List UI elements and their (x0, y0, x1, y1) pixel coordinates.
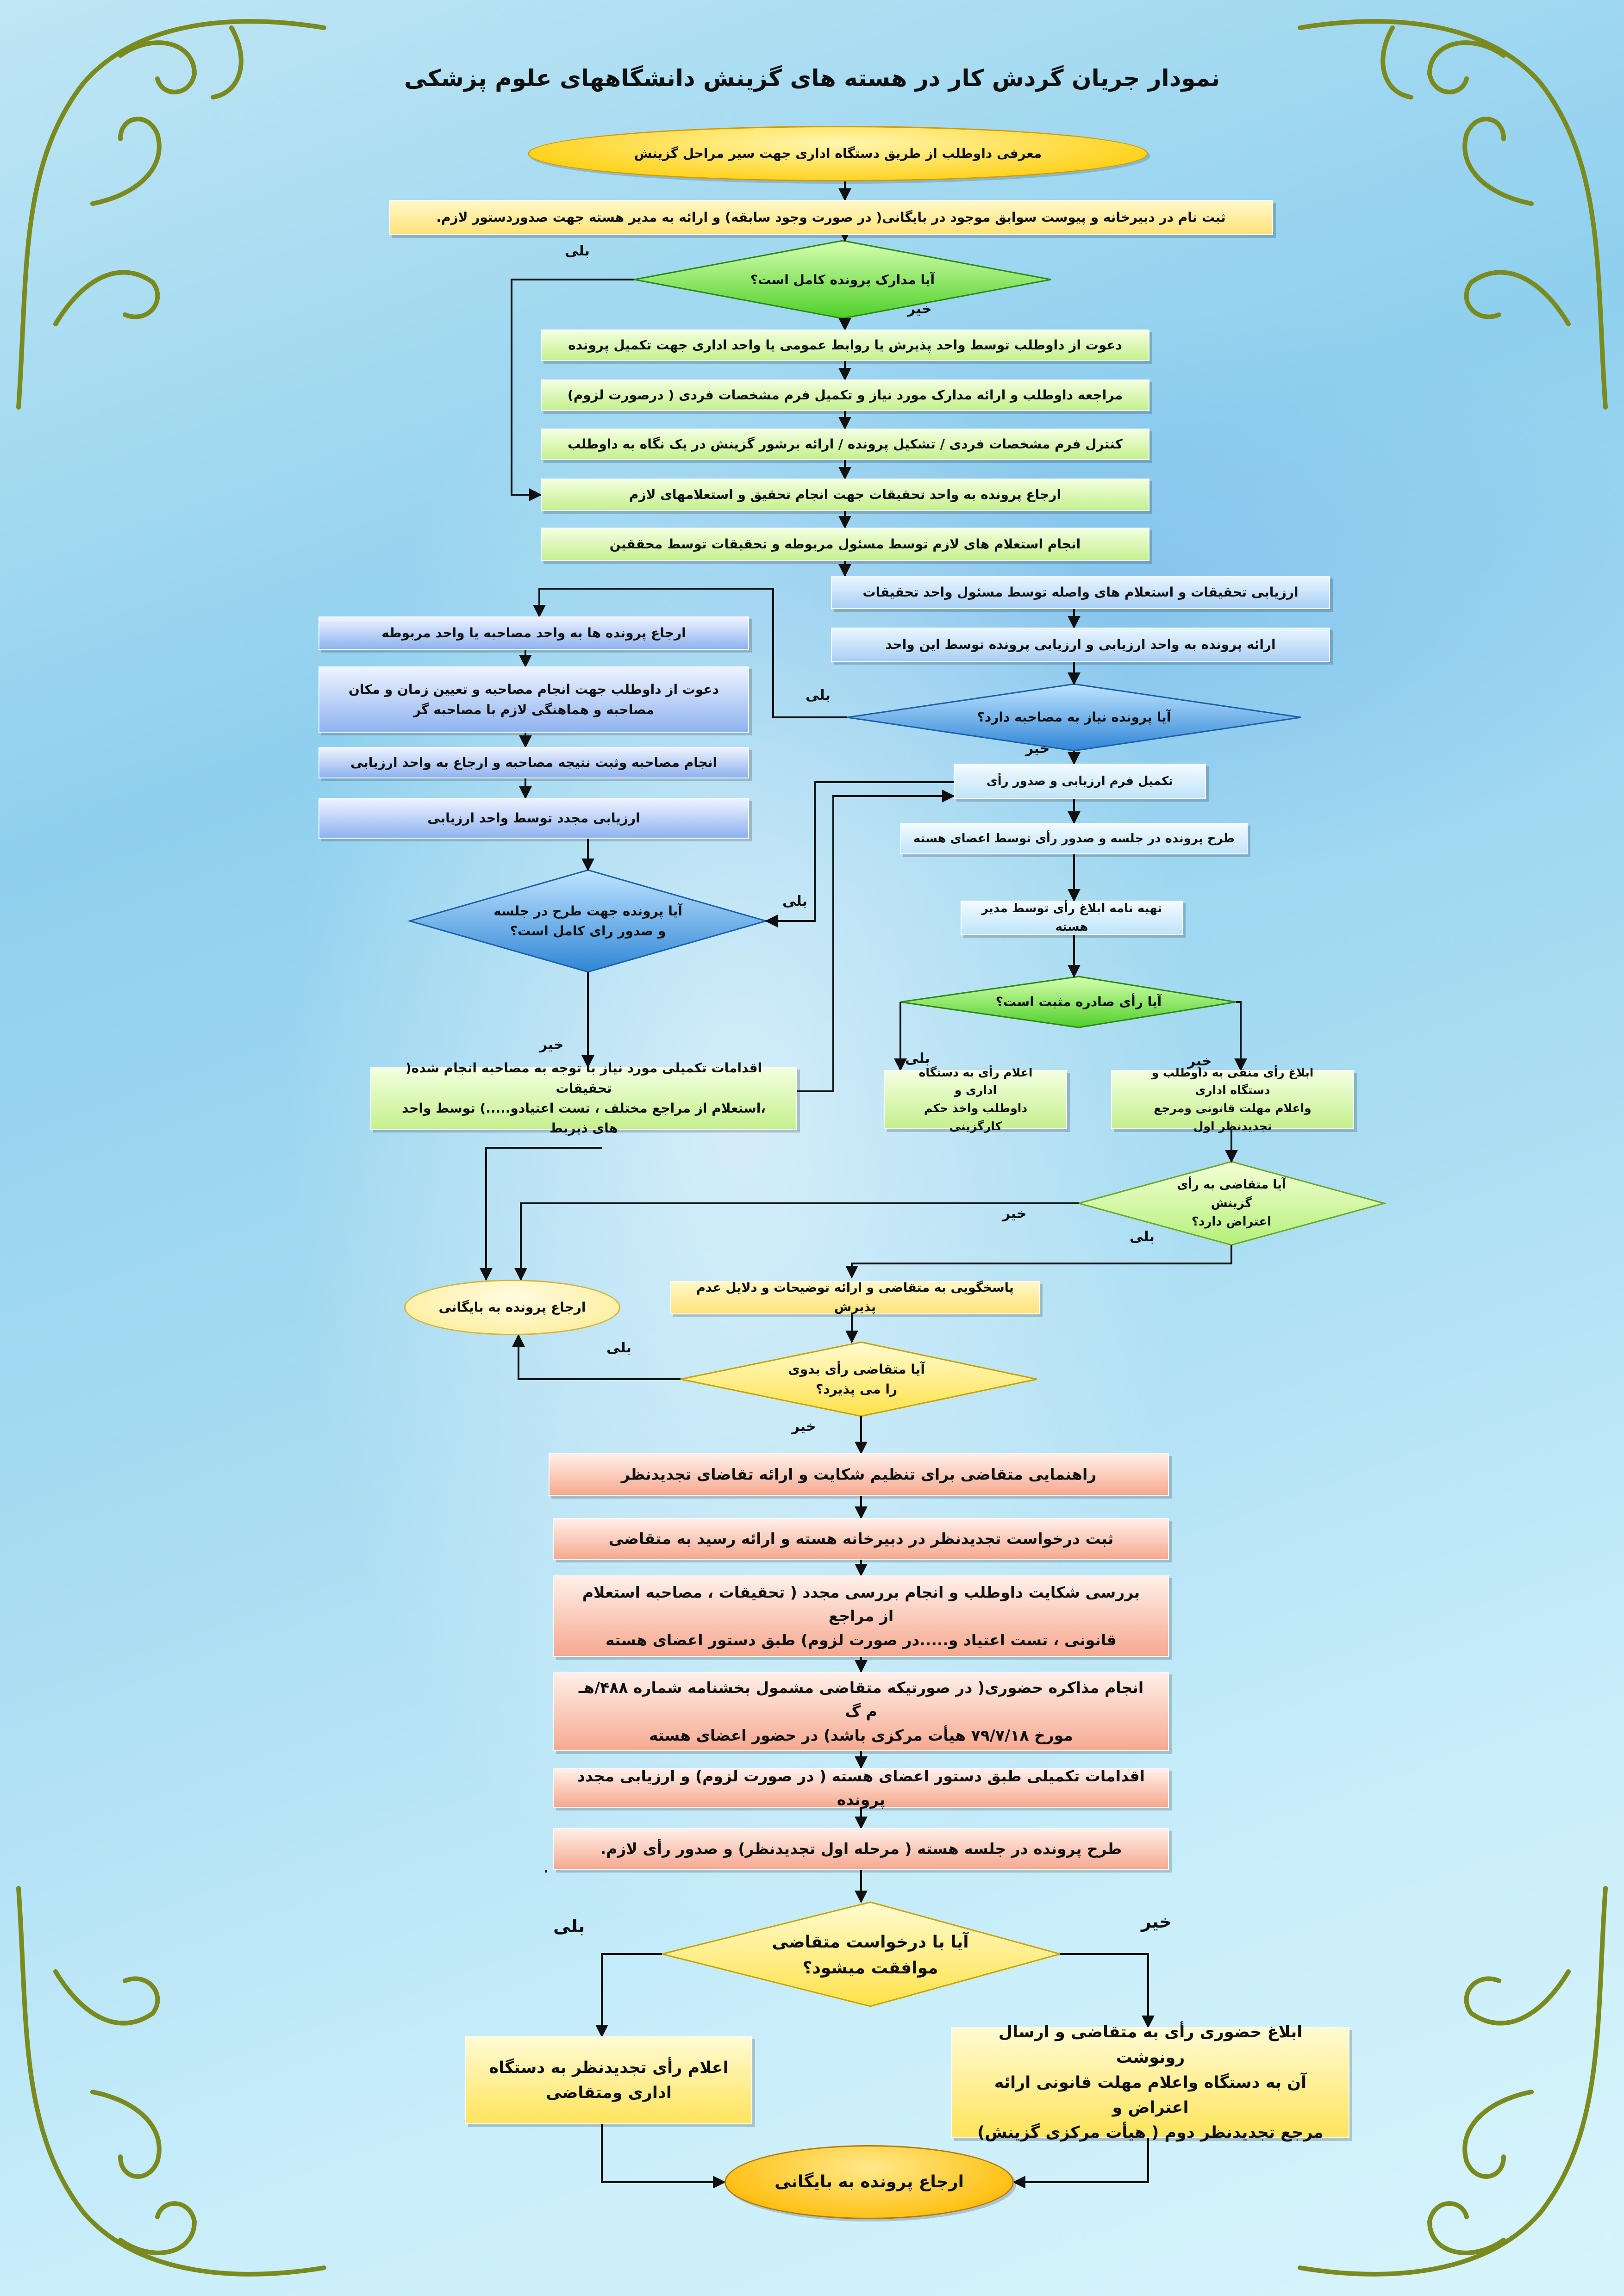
end-archive-final: ارجاع پرونده به بایگانی (725, 2145, 1014, 2219)
step-re-evaluation: ارزیابی مجدد توسط واحد ارزیابی (319, 798, 749, 839)
step-complementary-actions: اقدامات تکمیلی مورد نیاز با توجه به مصاح… (370, 1060, 797, 1136)
step-respond-applicant: پاسخگویی به متقاضی و ارائه توضیحات و دلا… (670, 1281, 1040, 1314)
ornament-bottom-right (1298, 1886, 1608, 2277)
label-yes-d7: بلی (553, 1916, 585, 1936)
step-notify-second-appeal: ابلاغ حضوری رأی به متقاضی و ارسال رونوشت… (951, 2023, 1349, 2142)
step-invite-interview: دعوت از داوطلب جهت انجام مصاحبه و تعیین … (319, 666, 749, 733)
step-applicant-documents: مراجعه داوطلب و ارائه مدارک مورد نیاز و … (541, 380, 1149, 411)
step-session-vote: طرح پرونده در جلسه و صدور رأی توسط اعضای… (900, 823, 1248, 854)
label-yes-d5: بلی (1130, 1229, 1155, 1245)
decision-documents-complete-label: آیا مدارک پرونده کامل است؟ (750, 272, 935, 288)
step-registration: ثبت نام در دبیرخانه و پیوست سوابق موجود … (389, 200, 1273, 235)
step-evaluate-research: ارزیابی تحقیقات و استعلام های واصله توسط… (831, 576, 1330, 609)
label-yes-d3: بلی (782, 893, 807, 909)
step-complementary-by-order: اقدامات تکمیلی طبق دستور اعضای هسته ( در… (553, 1767, 1169, 1809)
label-no-d3: خیر (539, 1037, 564, 1053)
label-yes-d6: بلی (606, 1340, 631, 1356)
label-no-d5: خیر (1002, 1206, 1027, 1222)
label-yes-d4: بلی (905, 1051, 930, 1067)
step-refer-interview: ارجاع پرونده ها به واحد مصاحبه یا واحد م… (319, 616, 749, 650)
ornament-top-left (16, 19, 326, 410)
label-no-d1: خیر (907, 301, 932, 317)
decision-interview-needed-label: آیا پرونده نیاز به مصاحبه دارد؟ (977, 709, 1171, 725)
label-no-d2: خیر (1025, 740, 1050, 757)
step-submit-evaluation: ارائه پرونده به واحد ارزیابی و ارزیابی پ… (831, 628, 1330, 662)
label-no-d4: خیر (1187, 1053, 1212, 1069)
step-register-appeal: ثبت درخواست تجدیدنظر در دبیرخانه هسته و … (553, 1518, 1169, 1560)
label-yes-d1: بلی (565, 243, 590, 259)
step-in-person-negotiation: انجام مذاکره حضوری( در صورتیکه متقاضی مش… (553, 1672, 1169, 1751)
decision-request-approved (662, 1901, 1063, 2007)
ornament-bottom-left (16, 1886, 326, 2277)
step-review-complaint: بررسی شکایت داوطلب و انجام بررسی مجدد ( … (553, 1575, 1169, 1657)
label-no-d6: خیر (792, 1419, 816, 1435)
step-conduct-interview: انجام مصاحبه وثبت نتیجه مصاحبه و ارجاع ب… (319, 747, 749, 778)
label-no-d7: خیر (1141, 1911, 1172, 1932)
ornament-top-right (1298, 19, 1608, 410)
decision-vote-positive (900, 976, 1237, 1028)
step-prepare-vote-letter: تهیه نامه ابلاغ رأی توسط مدیر هسته (961, 901, 1183, 935)
connectors (480, 180, 1247, 2189)
label-yes-d2: بلی (806, 687, 831, 703)
step-refer-research: ارجاع پرونده به واحد تحقیقات جهت انجام ت… (541, 479, 1149, 511)
step-appeal-session: طرح پرونده در جلسه هسته ( مرحله اول تجدی… (553, 1828, 1169, 1870)
step-guide-complaint: راهنمایی متقاضی برای تنظیم شکایت و ارائه… (549, 1453, 1169, 1496)
page-title: نمودار جریان گردش کار در هسته های گزینش … (404, 65, 1220, 92)
decision-vote-positive-label: آیا رأی صادره مثبت است؟ (995, 994, 1162, 1010)
step-inquiries: انجام استعلام های لازم توسط مسئول مربوطه… (541, 528, 1149, 561)
step-invite-applicant: دعوت از داوطلب توسط واحد پذیرش یا روابط … (541, 330, 1149, 361)
end-archive-middle: ارجاع پرونده به بایگانی (404, 1280, 620, 1335)
start-node: معرفی داوطلب از طریق دستگاه اداری جهت سی… (528, 126, 1148, 181)
step-complete-evaluation-form: تکمیل فرم ارزیابی و صدور رأی (954, 764, 1206, 799)
step-form-check: کنترل فرم مشخصات فردی / تشکیل پرونده / ا… (541, 429, 1149, 460)
